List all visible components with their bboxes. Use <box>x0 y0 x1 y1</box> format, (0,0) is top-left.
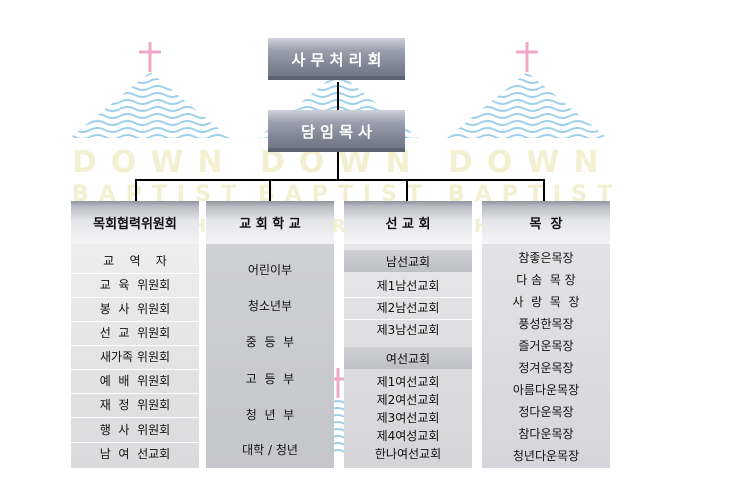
list-item: 청소년부 <box>247 299 293 313</box>
list-item: 재 정 위원회 <box>99 398 171 412</box>
list-item: 교 육 위원회 <box>99 278 171 292</box>
men-mission-group-header: 남선교회 <box>344 250 472 272</box>
watermark-word-down: DOWN <box>448 145 613 180</box>
connector-line <box>269 179 271 201</box>
list-item: 중 등 부 <box>245 335 295 349</box>
women-mission-group-header: 여선교회 <box>344 347 472 369</box>
connector-line <box>135 179 545 181</box>
list-item: 제3남선교회 <box>376 323 440 337</box>
list-item: 행 사 위원회 <box>99 423 171 437</box>
list-item: 제2남선교회 <box>376 301 440 315</box>
connector-line <box>337 82 339 110</box>
watermark-word-baptist: BAPTIST <box>258 182 432 207</box>
list-item: 참다운목장 <box>518 427 574 441</box>
list-item: 청 년 부 <box>245 408 295 422</box>
column-header-cell-groups: 목 장 <box>482 201 610 244</box>
list-item: 어린이부 <box>247 263 293 277</box>
senior-pastor-label: 담 임 목 사 <box>301 122 372 141</box>
column-header-church-school: 교 회 학 교 <box>206 201 334 244</box>
list-item: 새가족 위원회 <box>99 350 171 364</box>
column-header-label: 교 회 학 교 <box>239 217 301 232</box>
connector-line <box>406 179 408 201</box>
list-item: 참좋은목장 <box>518 251 574 265</box>
secretariat-label: 사 무 처 리 회 <box>291 50 382 69</box>
watermark-word-down: DOWN <box>260 145 425 180</box>
list-item: 한나여선교회 <box>374 447 442 461</box>
column-header-label: 선 교 회 <box>385 217 431 232</box>
list-item: 봉 사 위원회 <box>99 302 171 316</box>
list-item: 정다운목장 <box>518 405 574 419</box>
list-item: 제3여선교회 <box>376 411 440 425</box>
list-item: 제1여선교회 <box>376 375 440 389</box>
list-item: 제4여성교회 <box>376 429 440 443</box>
list-item: 풍성한목장 <box>518 317 574 331</box>
list-item: 선 교 위원회 <box>99 326 171 340</box>
column-header-mission: 선 교 회 <box>344 201 472 244</box>
column-header-label: 목회협력위원회 <box>93 217 177 232</box>
list-item: 남 여 선교회 <box>99 447 171 461</box>
secretariat-box: 사 무 처 리 회 <box>268 38 405 80</box>
column-body-committees: 교 역 자 교 육 위원회 봉 사 위원회 선 교 위원회 새가족 위원회 예 … <box>71 244 199 468</box>
column-body-church-school: 어린이부 청소년부 중 등 부 고 등 부 청 년 부 대학 / 청년 <box>206 244 334 468</box>
watermark-word-baptist: BAPTIST <box>448 182 622 207</box>
senior-pastor-box: 담 임 목 사 <box>268 110 405 152</box>
list-item: 사 랑 목 장 <box>512 295 580 309</box>
list-item: 다 솜 목 장 <box>516 273 576 287</box>
list-item: 아름다운목장 <box>512 383 580 397</box>
column-body-cell-groups: 참좋은목장 다 솜 목 장 사 랑 목 장 풍성한목장 즐거운목장 정겨운목장 … <box>482 244 610 468</box>
list-item: 정겨운목장 <box>518 361 574 375</box>
connector-line <box>135 179 137 201</box>
column-header-label: 목 장 <box>529 217 563 232</box>
list-item: 제1남선교회 <box>376 279 440 293</box>
watermark-word-baptist: BAPTIST <box>72 182 246 207</box>
list-item: 청년다운목장 <box>512 449 580 463</box>
list-item: 예 배 위원회 <box>99 374 171 388</box>
list-item: 대학 / 청년 <box>242 443 298 457</box>
column-body-mission: 남선교회 제1남선교회 제2남선교회 제3남선교회 여선교회 제1여선교회 제2… <box>344 244 472 468</box>
column-header-committees: 목회협력위원회 <box>71 201 199 244</box>
connector-line <box>337 150 339 180</box>
list-item: 교 역 자 <box>103 254 167 268</box>
watermark-word-down: DOWN <box>72 145 237 180</box>
connector-line <box>543 179 545 201</box>
list-item: 고 등 부 <box>245 372 295 386</box>
list-item: 즐거운목장 <box>518 339 574 353</box>
list-item: 제2여선교회 <box>376 393 440 407</box>
